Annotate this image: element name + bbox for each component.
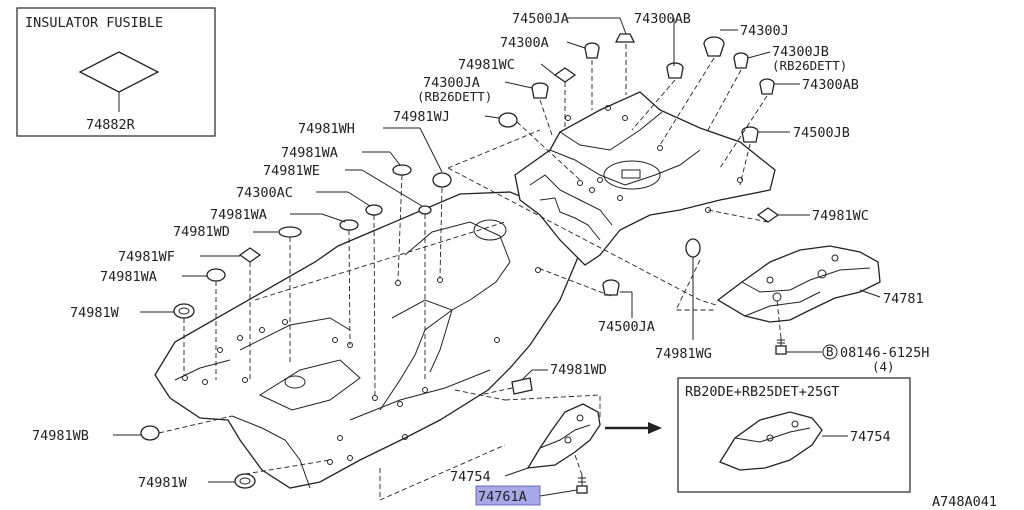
part-74300AC-label[interactable]: 74300AC [236, 185, 293, 201]
part-74981WG-label[interactable]: 74981WG [655, 346, 712, 362]
clip-74300JA-icon [531, 82, 549, 99]
part-74300JA-sub-label: (RB26DETT) [417, 89, 492, 104]
part-74981WA-1-label[interactable]: 74981WA [281, 145, 338, 161]
part-74981WA-3-label[interactable]: 74981WA [100, 269, 157, 285]
bolt-type-b-icon [822, 344, 838, 360]
inset-right-title: RB20DE+RB25DET+25GT [685, 384, 839, 400]
bolt-circle-letter: B [826, 344, 834, 359]
heat-insulator-74754 [526, 403, 601, 469]
part-74300JB-label[interactable]: 74300JB [772, 44, 829, 60]
part-74981WA-2-label[interactable]: 74981WA [210, 207, 267, 223]
part-74754-label[interactable]: 74754 [450, 469, 491, 485]
part-74981W-1-label[interactable]: 74981W [70, 305, 120, 321]
clip-74300J-icon [703, 36, 725, 57]
part-74300A-label[interactable]: 74300A [500, 35, 549, 51]
arrow-to-inset [605, 422, 662, 434]
part-74300AB-right-label[interactable]: 74300AB [802, 77, 859, 93]
clip-74300JB-icon [733, 52, 749, 69]
clip-74500JA-top-icon [614, 33, 636, 43]
floor-panel [154, 191, 586, 489]
pad-74981WH-icon [432, 172, 452, 188]
part-74754-inset-label[interactable]: 74754 [850, 429, 891, 445]
pad-74981WD-2-icon [511, 377, 533, 395]
part-74981WJ-label[interactable]: 74981WJ [393, 109, 450, 125]
part-74981WB-label[interactable]: 74981WB [32, 428, 89, 444]
part-74761A-highlight [475, 485, 541, 506]
rear-floor-panel [514, 91, 776, 266]
pad-74981WC-top-icon [553, 67, 577, 83]
pad-74981WC-right-icon [756, 207, 780, 223]
pad-74981WJ-icon [498, 112, 518, 128]
part-74300JA-label[interactable]: 74300JA [423, 75, 480, 91]
inset-title: INSULATOR FUSIBLE [25, 15, 163, 31]
part-08146-qty: (4) [872, 359, 895, 374]
part-74781-label[interactable]: 74781 [883, 291, 924, 307]
insulator-fusible-inset: INSULATOR FUSIBLE 74882R [16, 7, 216, 137]
bolt-08146 [775, 338, 787, 355]
leader-lines [113, 17, 881, 497]
pad-74981WE-icon [418, 205, 432, 215]
grommet-74981W-1-icon [173, 303, 195, 319]
rb20de-inset: RB20DE+RB25DET+25GT 74754 [677, 377, 911, 493]
part-74500JB-label[interactable]: 74500JB [793, 125, 850, 141]
part-74981WD-2-label[interactable]: 74981WD [550, 362, 607, 378]
clip-74300A-icon [584, 42, 600, 59]
part-74500JA-mid-label[interactable]: 74500JA [598, 319, 655, 335]
part-74981WD-1-label[interactable]: 74981WD [173, 224, 230, 240]
clip-74500JB-icon [741, 126, 759, 143]
part-74300J-label[interactable]: 74300J [740, 23, 789, 39]
pad-74981WA-1-icon [392, 164, 412, 176]
part-74981W-2-label[interactable]: 74981W [138, 475, 188, 491]
diagram-code: A748A041 [932, 494, 997, 510]
part-74981WE-label[interactable]: 74981WE [263, 163, 320, 179]
clip-74300AB-right-icon [759, 78, 775, 95]
grommet-74981WB-icon [140, 425, 160, 441]
part-74981WC-top-label[interactable]: 74981WC [458, 57, 515, 73]
pad-74981WF-icon [238, 247, 262, 263]
part-74882R-label[interactable]: 74882R [86, 117, 136, 133]
clips [140, 33, 780, 489]
pad-74300AC-icon [365, 204, 383, 216]
heat-insulator-74781 [716, 245, 881, 323]
clip-74300AB-top-icon [666, 62, 684, 79]
part-74981WC-right-label[interactable]: 74981WC [812, 208, 869, 224]
part-08146-label[interactable]: 08146-6125H [840, 345, 929, 361]
bolt-74761A [576, 475, 588, 494]
part-74981WH-label[interactable]: 74981WH [298, 121, 355, 137]
grommet-74981W-2-icon [234, 473, 256, 489]
part-74500JA-top-label[interactable]: 74500JA [512, 11, 569, 27]
part-74981WF-label[interactable]: 74981WF [118, 249, 175, 265]
part-74300AB-top-label[interactable]: 74300AB [634, 11, 691, 27]
pad-74981WG-icon [685, 238, 701, 258]
part-labels: 74500JA 74300AB 74300J 74300A 74981WC 74… [32, 11, 997, 510]
pad-74981WA-3-icon [206, 268, 226, 282]
projection-lines [158, 44, 782, 501]
part-74300JB-sub-label: (RB26DETT) [772, 58, 847, 73]
pad-74981WD-1-icon [278, 226, 302, 238]
part-74761A-label[interactable]: 74761A [478, 489, 527, 505]
clip-74500JA-mid-icon [602, 279, 620, 296]
